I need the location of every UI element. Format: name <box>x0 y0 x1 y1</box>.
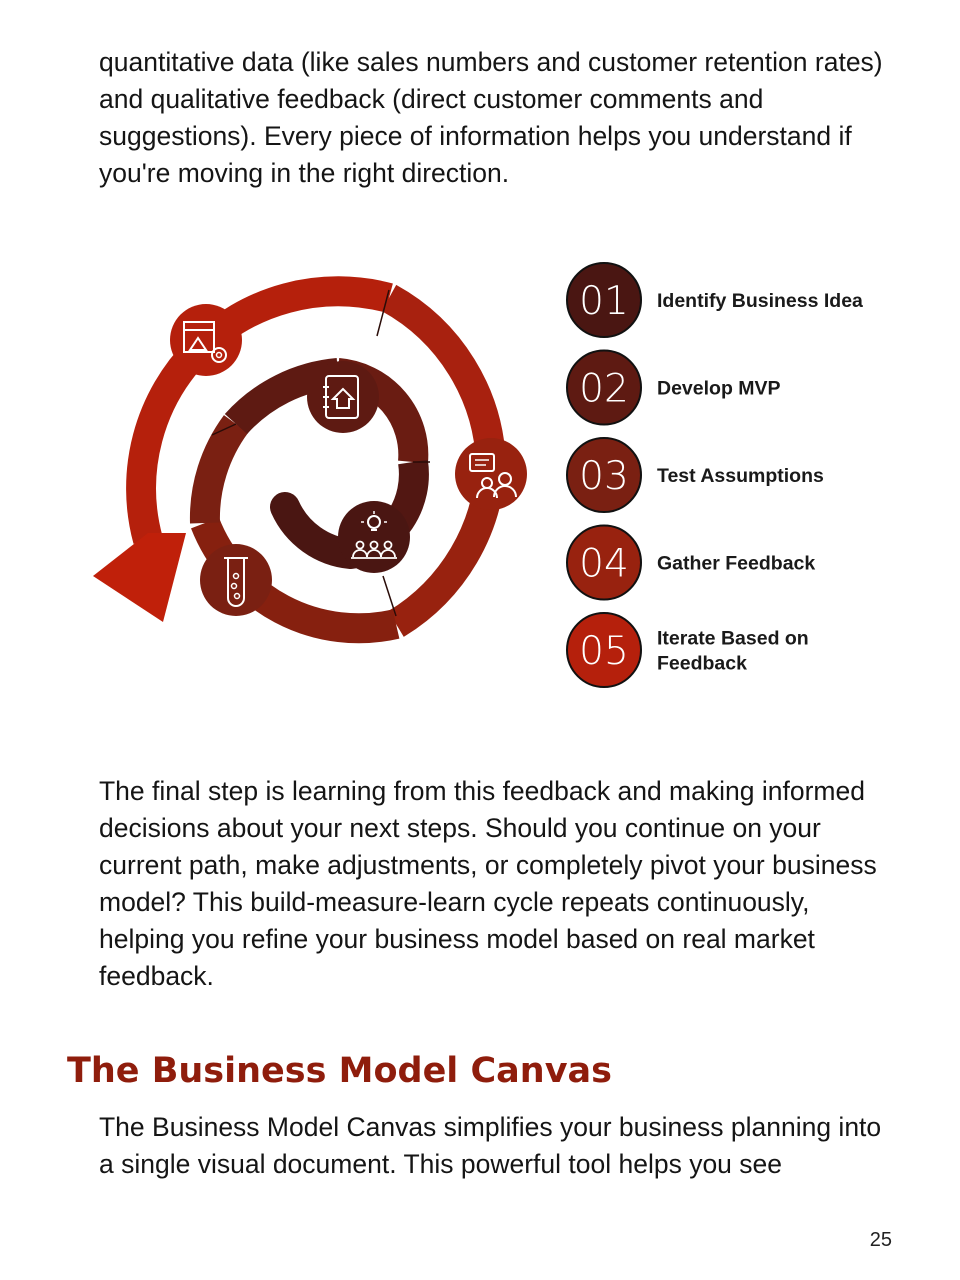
intro-paragraph: quantitative data (like sales numbers an… <box>99 47 883 188</box>
step-list: 01 Identify Business Idea 02 Develop MVP 03 T… <box>566 262 863 688</box>
step-label: Develop MVP <box>657 378 781 400</box>
canvas-intro-paragraph: The Business Model Canvas simplifies you… <box>99 1112 882 1179</box>
step-number: 01 <box>579 279 629 324</box>
chat-people-icon <box>455 438 527 510</box>
step-item: 03 Test Assumptions <box>566 437 824 513</box>
house-notebook-icon <box>307 361 379 433</box>
step-item: 02 Develop MVP <box>566 349 781 426</box>
step-number-badge <box>566 612 642 688</box>
step-label: Feedback <box>657 653 747 675</box>
step-item: 01 Identify Business Idea <box>566 262 863 338</box>
process-cycle-diagram: 01 Identify Business Idea 02 Develop MVP 03 T… <box>93 262 863 688</box>
step-number-badge <box>566 524 642 601</box>
cycle-arrowhead <box>93 533 186 622</box>
step-label: Identify Business Idea <box>657 290 863 312</box>
step-number: 03 <box>579 454 629 499</box>
section-heading: The Business Model Canvas <box>67 1051 612 1091</box>
step-label: Test Assumptions <box>657 465 824 487</box>
lightbulb-team-icon <box>338 501 410 573</box>
step-label: Gather Feedback <box>657 553 815 575</box>
test-tube-icon <box>200 544 272 616</box>
step-label: Iterate Based on <box>657 628 809 650</box>
business-plan-gear-icon <box>170 304 242 376</box>
step-item: 04 Gather Feedback <box>566 524 815 601</box>
outer-spiral-band <box>93 276 506 644</box>
step-number-badge <box>566 437 642 513</box>
page-number: 25 <box>869 1229 892 1251</box>
step-number: 04 <box>579 542 629 587</box>
step-number: 02 <box>579 367 629 412</box>
learning-paragraph: The final step is learning from this fee… <box>99 776 877 991</box>
step-number: 05 <box>579 629 629 674</box>
step-number-badge <box>566 262 642 338</box>
step-item: 05 Iterate Based on Feedback <box>566 612 809 688</box>
step-number-badge <box>566 349 642 426</box>
